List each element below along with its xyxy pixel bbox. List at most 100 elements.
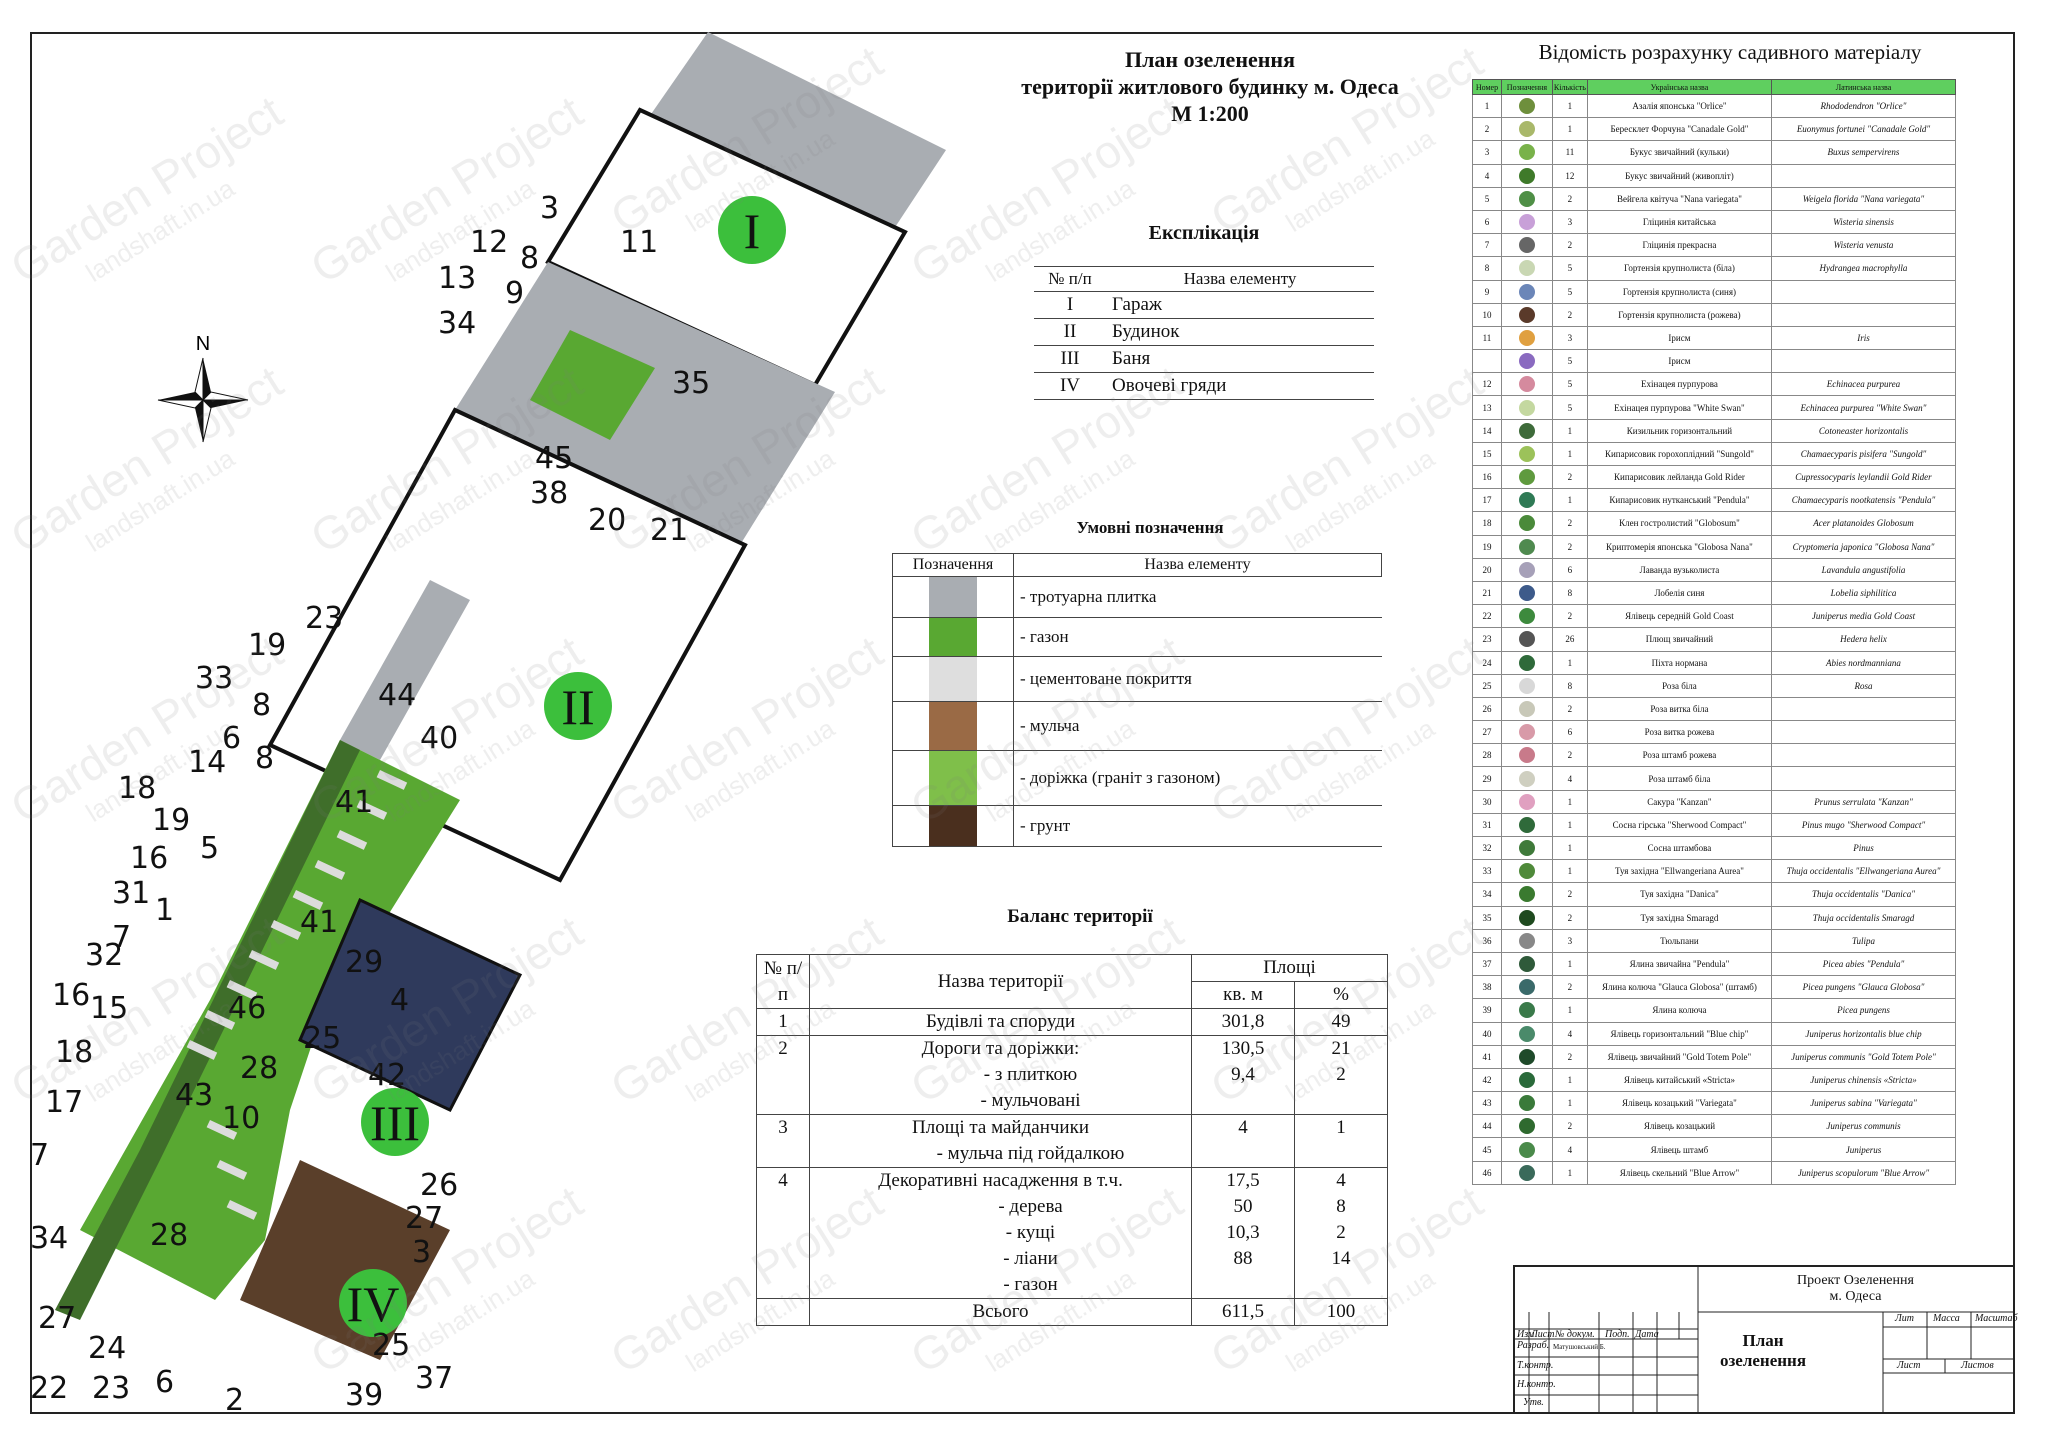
plant-callout-number: 37: [415, 1361, 453, 1396]
vedomist-qty: 2: [1551, 302, 1588, 327]
legend-label: - мульча: [1013, 701, 1382, 751]
stamp-label: Т.контр.: [1517, 1360, 1554, 1371]
vedomist-number: 8: [1472, 256, 1502, 281]
vedomist-lat-name: Prunus serrulata "Kanzan": [1770, 789, 1957, 814]
zone-marker-garage: [718, 196, 786, 264]
title-line-3: М 1:200: [1171, 101, 1249, 126]
vedomist-lat-name: [1770, 163, 1957, 188]
plant-callout-number: 29: [345, 945, 383, 980]
plant-symbol-icon: [1518, 1048, 1535, 1065]
plant-callout-number: 25: [303, 1021, 341, 1056]
vedomist-lat-name: Hydrangea macrophylla: [1770, 256, 1957, 281]
zone-label-3: III: [370, 1095, 420, 1151]
legend-label: - доріжка (граніт з газоном): [1013, 750, 1382, 806]
expl-col-name: Назва елементу: [1106, 266, 1374, 292]
vedomist-symbol: [1500, 580, 1553, 606]
vedomist-ua-name: Плющ звичайний: [1586, 627, 1772, 652]
vedomist-ua-name: Бересклет Форчуна "Canadale Gold": [1586, 117, 1772, 142]
paving-garage-area: [640, 32, 946, 250]
vedomist-symbol: [1500, 256, 1553, 281]
vedomist-ua-name: Туя західна Smaragd: [1586, 905, 1772, 930]
balance-pct: 49: [1294, 1008, 1388, 1036]
vedomist-lat-name: Cotoneaster horizontalis: [1770, 418, 1957, 443]
vedomist-number: 22: [1472, 604, 1502, 629]
plant-symbol-icon: [1518, 329, 1535, 346]
vedomist-lat-name: [1770, 766, 1957, 791]
vedomist-lat-name: Juniperus communis: [1770, 1114, 1957, 1139]
plant-callout-number: 26: [420, 1168, 458, 1203]
stamp-author: Матушовський Б.: [1553, 1343, 1606, 1351]
plant-symbol-icon: [1518, 190, 1535, 207]
path-stones: [186, 770, 408, 1220]
plant-symbol-icon: [1518, 793, 1535, 810]
plant-callout-number: 18: [118, 771, 156, 806]
vedomist-symbol: [1500, 279, 1553, 304]
vedomist-lat-name: Juniperus communis "Gold Totem Pole": [1770, 1044, 1957, 1069]
vedomist-number: 23: [1472, 627, 1502, 652]
vedomist-qty: 2: [1551, 233, 1588, 258]
vedomist-qty: 26: [1551, 627, 1588, 652]
stamp-plan-title: План озеленення: [1719, 1331, 1807, 1370]
plant-callout-number: 11: [620, 225, 658, 260]
vedomist-symbol: [1500, 349, 1553, 374]
vedomist-ua-name: Лаванда вузьколиста: [1586, 557, 1772, 582]
plant-callout-number: 22: [30, 1371, 68, 1406]
vedomist-ua-name: Сакура "Kanzan": [1586, 789, 1772, 814]
vedomist-symbol: [1500, 117, 1553, 142]
plant-symbol-icon: [1518, 724, 1535, 741]
vedomist-lat-name: Rhododendron "Orlice": [1770, 93, 1957, 119]
balance-m: 301,8: [1191, 1008, 1295, 1036]
vedomist-ua-name: Криптомерія японська "Globosa Nana": [1586, 534, 1772, 559]
vedomist-symbol: [1500, 812, 1553, 838]
plant-callout-number: 34: [438, 306, 476, 341]
legend-col-name: Назва елементу: [1013, 553, 1382, 577]
vedomist-symbol: [1500, 627, 1553, 652]
vedomist-symbol: [1500, 789, 1553, 814]
vedomist-lat-name: Buxus sempervirens: [1770, 140, 1957, 165]
stamp-project-line-1: Проект Озеленення: [1797, 1273, 1914, 1288]
plant-callout-number: 23: [305, 601, 343, 636]
plant-callout-number: 5: [200, 831, 219, 866]
plant-callout-number: 16: [130, 841, 168, 876]
vedomist-lat-name: Lobelia siphilitica: [1770, 580, 1957, 606]
vedomist-symbol: [1500, 882, 1553, 907]
vedomist-ua-name: Ялівець штамб: [1586, 1137, 1772, 1162]
vedomist-symbol: [1500, 1044, 1553, 1069]
vedomist-qty: 1: [1551, 998, 1588, 1023]
vedomist-qty: 3: [1551, 209, 1588, 235]
legend-row: - доріжка (граніт з газоном): [892, 750, 1382, 806]
vedomist-number: 24: [1472, 650, 1502, 675]
vedomist-lat-name: Echinacea purpurea "White Swan": [1770, 395, 1957, 420]
plant-symbol-icon: [1518, 283, 1535, 300]
vedomist-lat-name: [1770, 279, 1957, 304]
vedomist-qty: 1: [1551, 951, 1588, 977]
plant-symbol-icon: [1518, 538, 1535, 555]
plant-symbol-icon: [1518, 260, 1535, 277]
balance-col-area: Площі: [1191, 954, 1388, 982]
vedomist-symbol: [1500, 1137, 1553, 1162]
vedomist-ua-name: Ехінацея пурпурова: [1586, 372, 1772, 397]
legend-label: - грунт: [1013, 805, 1382, 847]
vedomist-number: 37: [1472, 951, 1502, 977]
stamp-project-line-2: м. Одеса: [1829, 1289, 1882, 1304]
vedomist-number: 4: [1472, 163, 1502, 188]
vedomist-ua-name: Кипарисовик лейланда Gold Rider: [1586, 464, 1772, 490]
vedomist-lat-name: Juniperus: [1770, 1137, 1957, 1162]
plant-symbol-icon: [1518, 214, 1535, 231]
vedomist-number: 28: [1472, 743, 1502, 768]
plant-callout-number: 8: [520, 241, 539, 276]
vedomist-lat-name: Chamaecyparis nootkatensis "Pendula": [1770, 488, 1957, 513]
vedomist-qty: 1: [1551, 1160, 1588, 1185]
vedomist-lat-name: Rosa: [1770, 673, 1957, 698]
